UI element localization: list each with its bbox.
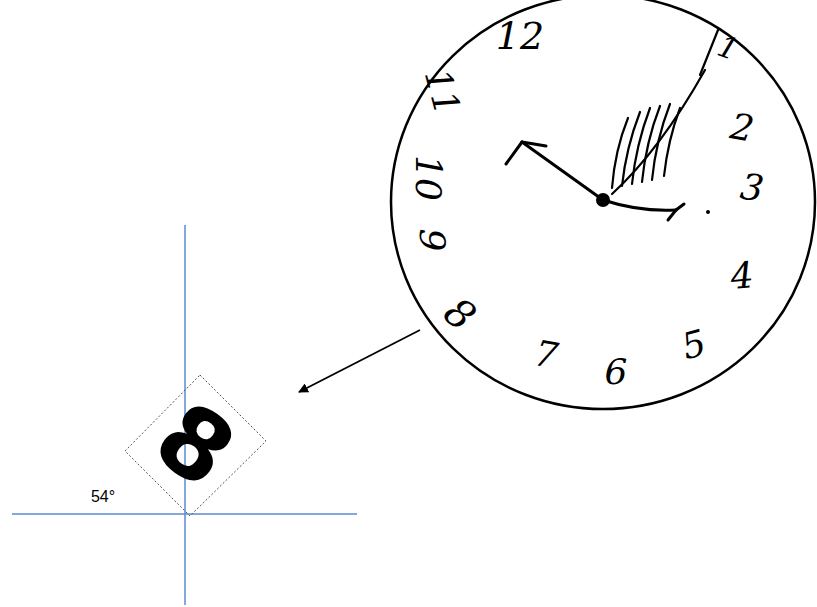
clock-face [391,0,815,409]
hatch-marks [612,30,718,194]
clock-numeral: 6 [605,354,628,390]
bounding-box [125,375,266,516]
clock-numeral: 8 [437,290,482,337]
angle-label: 54° [91,489,115,505]
clock-numeral: 9 [414,229,450,252]
extracted-digit: 8 [140,387,250,504]
pointer-arrow [299,330,420,392]
clock-numeral: 5 [678,325,709,366]
clock-numeral: 3 [738,169,766,208]
clock-numeral: 12 [496,17,544,55]
clock-numeral: 2 [728,108,757,147]
clock-hands [506,142,684,220]
clock-numeral: 1 [714,31,742,66]
clock-numeral: 11 [419,65,466,119]
clock-numeral: 7 [532,335,561,374]
clock-numeral: 4 [729,257,755,295]
clock-numeral: 10 [410,155,446,201]
